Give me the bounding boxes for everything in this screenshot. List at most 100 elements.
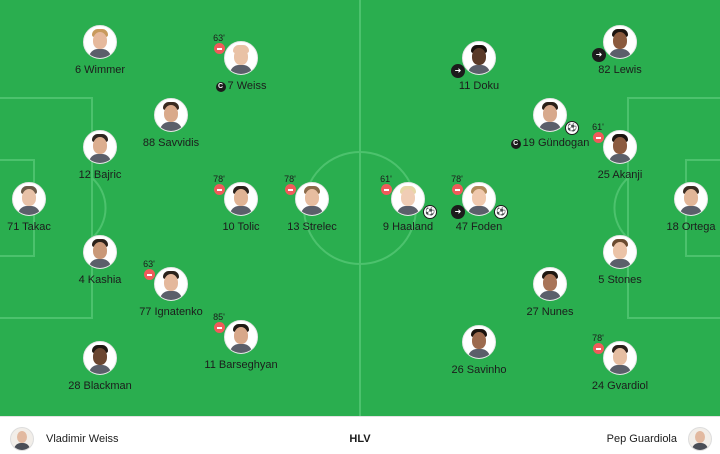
face	[543, 274, 557, 291]
shirt	[692, 443, 708, 450]
player-name: 6 Wimmer	[74, 64, 126, 76]
player-photo	[674, 182, 708, 216]
shirt	[89, 154, 111, 163]
substitution-marker: 63'	[136, 259, 162, 280]
substitution-icon	[380, 184, 392, 195]
substitution-marker: 78'	[585, 333, 611, 354]
face	[472, 189, 486, 206]
player-name: 88 Savvidis	[142, 137, 200, 149]
shirt	[301, 206, 323, 215]
sub-minute: 61'	[380, 174, 392, 184]
player-name: 5 Stones	[598, 274, 642, 286]
assist-icon: ➜	[592, 48, 606, 62]
shirt	[230, 206, 252, 215]
shirt	[89, 365, 111, 374]
player-akanji[interactable]: 61' 25 Akanji	[565, 122, 675, 182]
shirt	[230, 344, 252, 353]
player-photo	[83, 341, 117, 375]
face	[93, 137, 107, 154]
shirt	[539, 291, 561, 300]
face	[93, 242, 107, 259]
sub-minute: 78'	[213, 174, 225, 184]
player-haaland[interactable]: 61' ⚽ 9 Haaland	[353, 174, 463, 234]
face	[17, 431, 27, 443]
sub-minute: 63'	[143, 259, 155, 269]
ball-icon: ⚽	[565, 121, 579, 135]
home-coach-name[interactable]: Vladimir Weiss	[46, 433, 119, 445]
face	[164, 274, 178, 291]
shirt	[609, 154, 631, 163]
face	[684, 189, 698, 206]
player-nunes[interactable]: 27 Nunes	[495, 267, 605, 319]
face	[305, 189, 319, 206]
player-lewis[interactable]: ➜ 82 Lewis	[565, 25, 675, 77]
face	[613, 348, 627, 365]
player-name: 28 Blackman	[68, 380, 132, 392]
player-photo	[224, 41, 258, 75]
face	[164, 105, 178, 122]
player-photo	[295, 182, 329, 216]
player-takac[interactable]: 71 Takac	[0, 182, 84, 234]
ball-icon: ⚽	[494, 205, 508, 219]
ball-icon: ⚽	[423, 205, 437, 219]
player-blackman[interactable]: 28 Blackman	[45, 341, 155, 393]
player-photo	[462, 41, 496, 75]
sub-minute: 61'	[592, 122, 604, 132]
player-tolic[interactable]: 78' 10 Tolic	[186, 174, 296, 234]
player-photo	[603, 25, 637, 59]
player-bajric[interactable]: 12 Bajric	[45, 130, 155, 182]
player-doku[interactable]: ➜ 11 Doku	[424, 41, 534, 93]
player-photo	[533, 267, 567, 301]
shirt	[609, 365, 631, 374]
captain-icon: C	[510, 139, 521, 149]
shirt	[468, 206, 490, 215]
coach-label: HLV	[349, 433, 371, 445]
player-photo	[603, 235, 637, 269]
face	[695, 431, 705, 443]
player-kashia[interactable]: 4 Kashia	[45, 235, 155, 287]
player-ortega[interactable]: 18 Ortega	[636, 182, 720, 234]
player-photo	[603, 130, 637, 164]
player-stones[interactable]: 5 Stones	[565, 235, 675, 287]
player-photo	[83, 25, 117, 59]
substitution-icon	[451, 184, 463, 195]
substitution-icon	[592, 343, 604, 354]
player-name: 10 Tolic	[222, 221, 260, 233]
shirt	[539, 122, 561, 131]
substitution-icon	[143, 269, 155, 280]
substitution-icon	[213, 43, 225, 54]
sub-minute: 63'	[213, 33, 225, 43]
player-wimmer[interactable]: 6 Wimmer	[45, 25, 155, 77]
player-name: 11 Doku	[458, 80, 500, 92]
sub-minute: 78'	[284, 174, 296, 184]
face	[613, 32, 627, 49]
home-coach-avatar	[10, 427, 34, 451]
player-name: 27 Nunes	[526, 306, 574, 318]
away-coach-avatar	[688, 427, 712, 451]
substitution-marker: 61'	[585, 122, 611, 143]
player-savvidis[interactable]: 88 Savvidis	[116, 98, 226, 150]
face	[234, 327, 248, 344]
away-coach-name[interactable]: Pep Guardiola	[606, 433, 677, 445]
player-gvardiol[interactable]: 78' 24 Gvardiol	[565, 333, 675, 393]
coaches-bar: Vladimir Weiss HLV Pep Guardiola	[0, 416, 720, 454]
substitution-icon	[213, 322, 225, 333]
player-barseghyan[interactable]: 85' 11 Barseghyan	[186, 312, 296, 372]
shirt	[89, 259, 111, 268]
substitution-marker: 85'	[206, 312, 232, 333]
player-strelec[interactable]: 78' 13 Strelec	[257, 174, 367, 234]
player-name: 77 Ignatenko	[139, 306, 203, 318]
substitution-marker: 61'	[373, 174, 399, 195]
player-photo	[462, 182, 496, 216]
assist-icon: ➜	[451, 205, 465, 219]
player-savinho[interactable]: 26 Savinho	[424, 325, 534, 377]
substitution-icon	[284, 184, 296, 195]
sub-minute: 85'	[213, 312, 225, 322]
player-name: 25 Akanji	[597, 169, 643, 181]
shirt	[609, 49, 631, 58]
player-ignatenko[interactable]: 63' 77 Ignatenko	[116, 259, 226, 319]
player-foden[interactable]: 78' ➜ ⚽ 47 Foden	[424, 174, 534, 234]
shirt	[230, 65, 252, 74]
